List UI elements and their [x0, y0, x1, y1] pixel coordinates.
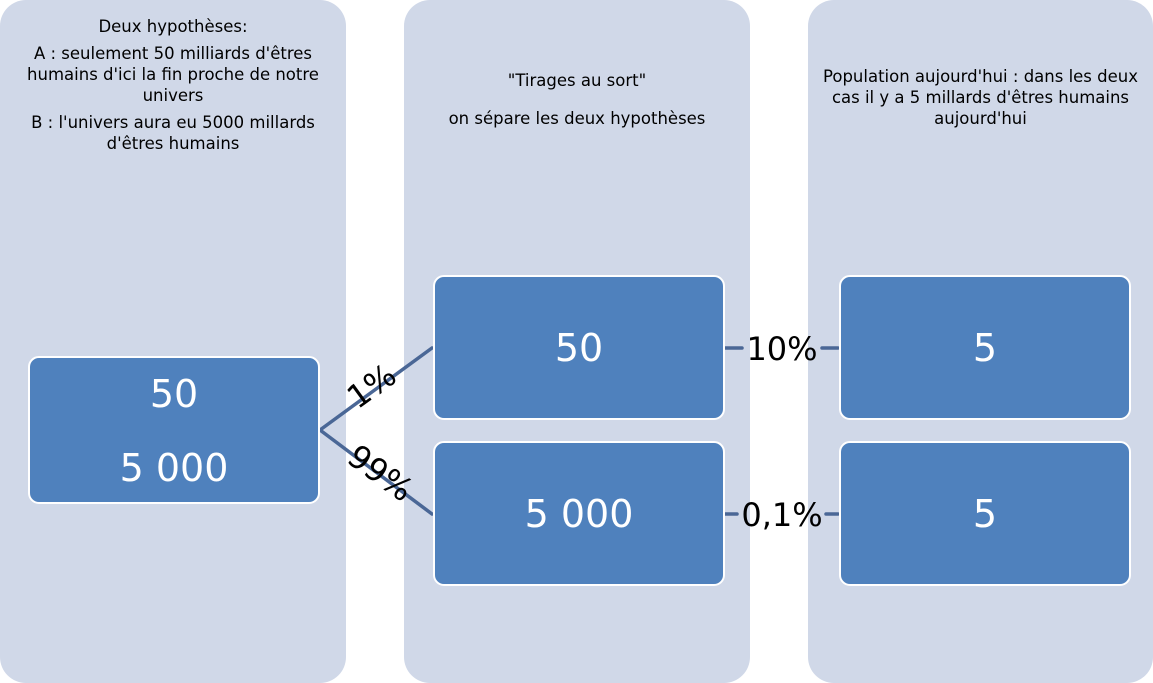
today-a-node: 5 [839, 275, 1131, 420]
today-b-value: 5 [972, 491, 998, 536]
population-text: Population aujourd'hui : dans les deux c… [822, 66, 1139, 135]
draws-subtitle: on sépare les deux hypothèses [448, 109, 706, 128]
hypothesis-a-value: 50 [554, 325, 604, 370]
hypotheses-text: Deux hypothèses: A : seulement 50 millia… [10, 16, 336, 160]
hypothesis-b-value: 5 000 [524, 491, 634, 536]
start-node: 50 5 000 [28, 356, 320, 504]
today-a-value: 5 [972, 325, 998, 370]
today-b-node: 5 [839, 441, 1131, 586]
hypotheses-column: Deux hypothèses: A : seulement 50 millia… [0, 0, 346, 683]
edge-label-start-to-a: 1% [340, 356, 403, 417]
draws-text: "Tirages au sort" on sépare les deux hyp… [414, 70, 740, 136]
draws-title: "Tirages au sort" [507, 71, 647, 90]
population-title: Population aujourd'hui : dans les deux c… [823, 67, 1138, 128]
start-node-value-b: 5 000 [119, 446, 229, 490]
hypotheses-title: Deux hypothèses: [98, 17, 248, 36]
edge-label-a-to-today: 10% [746, 330, 817, 368]
hypothesis-b-text: B : l'univers aura eu 5000 millards d'êt… [31, 113, 315, 153]
hypothesis-a-text: A : seulement 50 milliards d'êtres humai… [27, 44, 319, 105]
hypothesis-b-node: 5 000 [433, 441, 725, 586]
start-node-value-a: 50 [149, 372, 199, 416]
hypothesis-a-node: 50 [433, 275, 725, 420]
